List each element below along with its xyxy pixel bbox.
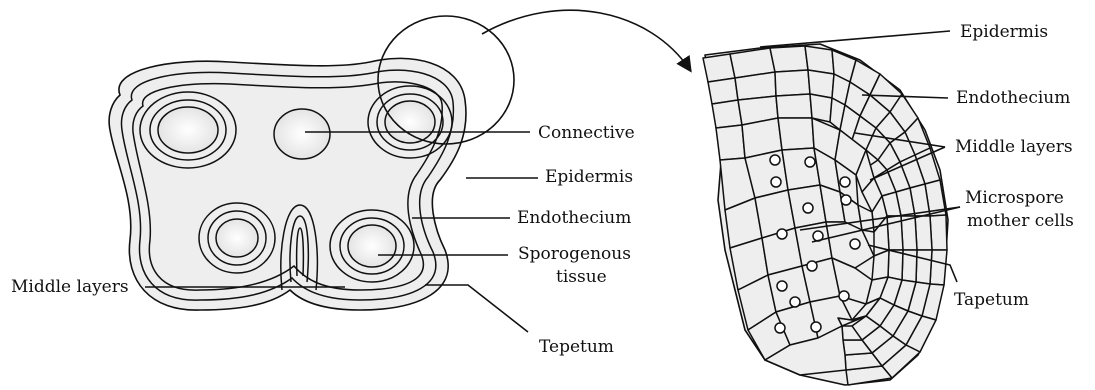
label-epidermis-left: Epidermis — [545, 167, 633, 187]
label-tapetum: Tapetum — [954, 290, 1029, 310]
label-sporogenous-line2: tissue — [556, 267, 607, 287]
label-microspore-line2: mother cells — [967, 211, 1074, 231]
label-microspore-line1: Microspore — [965, 188, 1064, 208]
label-endothecium-left: Endothecium — [517, 208, 631, 228]
connective-tissue — [274, 109, 330, 159]
label-middle-layers-left: Middle layers — [11, 277, 129, 297]
label-connective: Connective — [538, 123, 635, 143]
magnify-arrow — [482, 10, 690, 70]
label-sporogenous-line1: Sporogenous — [518, 244, 631, 264]
label-tepetum: Tepetum — [539, 337, 614, 357]
label-endothecium-right: Endothecium — [956, 88, 1070, 108]
anther-outer-wall — [109, 58, 466, 310]
label-middle-layers-right: Middle layers — [955, 137, 1073, 157]
label-epidermis-right: Epidermis — [960, 22, 1048, 42]
anther-cross-section — [109, 58, 466, 310]
